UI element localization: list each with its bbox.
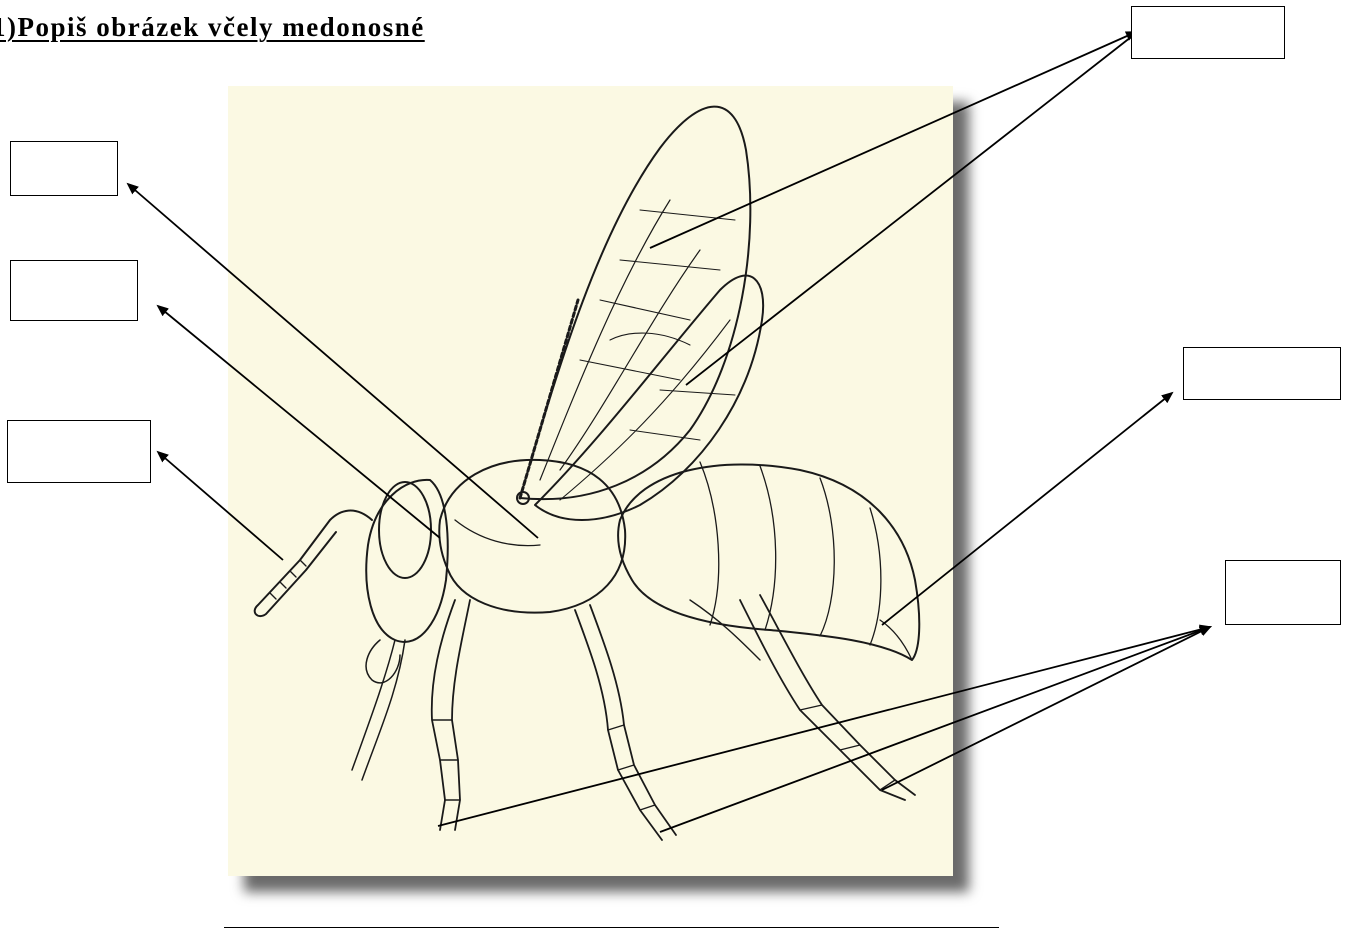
honeybee-icon: [255, 107, 920, 840]
pointer-midleg: [660, 627, 1210, 832]
head-icon: [366, 480, 447, 642]
compound-eye-icon: [379, 482, 431, 578]
pointer-thorax: [128, 184, 538, 538]
caption-answer-line[interactable]: [224, 927, 999, 928]
label-box-wings[interactable]: [1131, 6, 1285, 59]
pointer-antenna: [158, 452, 283, 560]
forewing-icon: [520, 107, 750, 500]
label-box-thorax[interactable]: [10, 141, 118, 196]
pointer-hindwing: [686, 30, 1140, 385]
hindwing-icon: [535, 276, 763, 520]
label-box-abdomen[interactable]: [1183, 347, 1341, 400]
proboscis-icon: [352, 640, 405, 780]
label-box-legs[interactable]: [1225, 560, 1341, 625]
pointer-head: [158, 306, 440, 538]
foreleg-icon: [432, 600, 470, 830]
midleg-icon: [575, 605, 676, 840]
label-box-head[interactable]: [10, 260, 138, 321]
antenna-icon: [255, 511, 372, 617]
pointer-foreleg: [438, 627, 1210, 826]
pointer-forewing: [650, 32, 1136, 248]
thorax-icon: [439, 460, 625, 613]
pointer-lines: [128, 30, 1210, 832]
pointer-hindleg: [882, 627, 1210, 790]
pointer-abdomen: [882, 393, 1172, 625]
label-box-antenna[interactable]: [7, 420, 151, 483]
